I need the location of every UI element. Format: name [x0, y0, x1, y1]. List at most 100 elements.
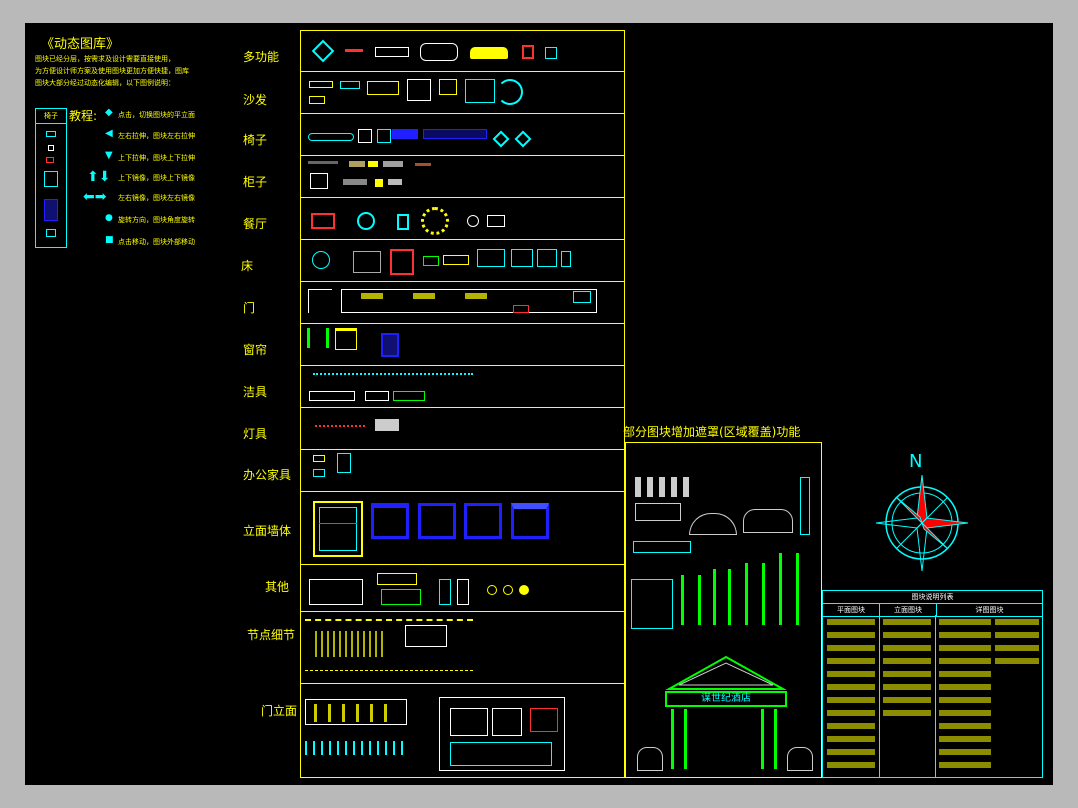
curtain-blue-icon[interactable] [381, 333, 399, 357]
cabinet-yellow-icon[interactable] [368, 161, 378, 167]
mirror-horizontal-icon[interactable]: ⬅➡ [83, 189, 107, 205]
other-cyan-icon[interactable] [439, 579, 451, 605]
pillar-green-icon[interactable] [681, 575, 701, 625]
door-swing-icon[interactable] [308, 289, 332, 313]
sanitary-row-icon[interactable] [313, 373, 473, 379]
wall-blue-panel-icon[interactable] [511, 503, 549, 539]
door-elev-row-icon[interactable] [305, 741, 405, 755]
car-plan-icon[interactable] [420, 43, 458, 61]
door-cyan-icon[interactable] [573, 291, 591, 303]
curtain-green-icon[interactable] [307, 328, 329, 348]
wall-blue-panel-icon[interactable] [464, 503, 502, 539]
door-set-icon[interactable] [341, 289, 597, 313]
railing-icon[interactable] [635, 503, 681, 521]
dining-set-icon[interactable] [397, 214, 409, 230]
round-table-icon[interactable] [357, 212, 375, 230]
pillar-green-icon[interactable] [779, 553, 799, 625]
lamp-round-icon[interactable] [487, 585, 497, 595]
door-elevation-icon[interactable] [305, 699, 407, 725]
pillar-green-icon[interactable] [745, 563, 765, 625]
other-block-icon[interactable] [309, 579, 363, 605]
cabinet-gray-icon[interactable] [388, 179, 402, 185]
wall-frame-icon[interactable] [313, 501, 363, 557]
chair-row-icon[interactable] [308, 133, 354, 141]
fountain-left-icon[interactable] [637, 747, 663, 771]
chair-group-icon[interactable] [44, 171, 58, 187]
round-bed-icon[interactable] [312, 251, 330, 269]
door-label-icon[interactable] [361, 293, 383, 299]
desk-icon[interactable] [313, 455, 325, 462]
table-icon[interactable] [487, 215, 505, 227]
cabinet-brown-icon[interactable] [415, 163, 431, 166]
chair-icon[interactable] [358, 129, 372, 143]
rotate-icon[interactable]: ● [105, 213, 113, 223]
stretch-horizontal-icon[interactable]: ◀ [105, 128, 113, 139]
gate-pediment-icon[interactable] [665, 653, 787, 693]
fountain-right-icon[interactable] [787, 747, 813, 771]
click-toggle-icon[interactable]: ◆ [105, 107, 113, 118]
chair-bottom-icon[interactable] [46, 229, 56, 237]
urinal-row-icon[interactable] [309, 391, 355, 401]
detail-node-icon[interactable] [305, 619, 473, 671]
cabinet-elev-icon[interactable] [343, 179, 367, 185]
sofa-table-icon[interactable] [439, 79, 457, 95]
door-label-icon[interactable] [465, 293, 487, 299]
stretch-vertical-icon[interactable]: ▼ [105, 150, 113, 161]
sofa-set-icon[interactable] [367, 81, 399, 95]
sofa-small-icon[interactable] [309, 96, 325, 104]
fountain-icon[interactable] [631, 579, 673, 629]
sofa-l-icon[interactable] [407, 79, 431, 101]
arch-windows-icon[interactable] [743, 509, 793, 533]
lamp-round-icon[interactable] [519, 585, 529, 595]
sink-icon[interactable] [365, 391, 389, 401]
cabinet-line-icon[interactable] [308, 161, 338, 164]
banquet-table-icon[interactable] [421, 207, 449, 235]
bed-red-icon[interactable] [390, 249, 414, 275]
gate-column-icon[interactable] [671, 709, 687, 769]
bed-double-icon[interactable] [477, 249, 505, 267]
wall-blue-panel-icon[interactable] [418, 503, 456, 539]
toilet-row-icon[interactable] [393, 391, 425, 401]
lamp-round-icon[interactable] [503, 585, 513, 595]
round-sofa-icon[interactable] [497, 79, 523, 105]
bed-icon[interactable] [537, 249, 557, 267]
sofa-icon[interactable] [309, 81, 333, 88]
chair-red-icon[interactable] [522, 45, 534, 59]
wall-blue-panel-icon[interactable] [371, 503, 409, 539]
other-green-icon[interactable] [381, 589, 421, 605]
curtain-icon[interactable] [44, 199, 58, 221]
chair-red-icon[interactable] [46, 157, 54, 163]
door-red-icon[interactable] [513, 305, 529, 313]
bed-single-icon[interactable] [511, 249, 533, 267]
door-detail-sheet-icon[interactable] [439, 697, 565, 771]
chandelier-icon[interactable] [375, 419, 399, 431]
seat-icon[interactable] [545, 47, 557, 59]
sofa-group-icon[interactable] [465, 79, 495, 103]
tv-cabinet-icon[interactable] [375, 47, 409, 57]
chair-small-icon[interactable] [48, 145, 54, 151]
cabinet-corner-icon[interactable] [310, 173, 328, 189]
cabinet-small-icon[interactable] [375, 179, 383, 187]
lamp-red-row-icon[interactable] [315, 425, 365, 429]
bed-sofa-icon[interactable] [443, 255, 469, 265]
bed-narrow-icon[interactable] [561, 251, 571, 267]
move-icon[interactable]: ■ [105, 235, 114, 245]
office-chair-icon[interactable] [392, 129, 418, 139]
cad-canvas[interactable]: 《动态图库》 图块已经分层，按需求及设计需要直接使用， 为方便设计师方案及使用图… [25, 23, 1053, 785]
car-elevation-icon[interactable] [470, 47, 508, 59]
mirror-vertical-icon[interactable]: ⬆⬇ [87, 169, 111, 185]
small-table-icon[interactable] [467, 215, 479, 227]
sofa-cyan-icon[interactable] [340, 81, 360, 89]
cabinet-gray-icon[interactable] [383, 161, 403, 167]
cabinet-icon[interactable] [349, 161, 365, 167]
chair-plan-icon[interactable] [46, 131, 56, 137]
curtain-yellow-icon[interactable] [335, 328, 357, 350]
desk-cyan-icon[interactable] [313, 469, 325, 477]
column-icon[interactable] [800, 477, 810, 535]
door-label-icon[interactable] [413, 293, 435, 299]
other-yellow-icon[interactable] [377, 573, 417, 585]
dining-table-red-icon[interactable] [311, 213, 335, 229]
other-white-icon[interactable] [457, 579, 469, 605]
bed-elev-icon[interactable] [353, 251, 381, 273]
gate-column-icon[interactable] [761, 709, 777, 769]
